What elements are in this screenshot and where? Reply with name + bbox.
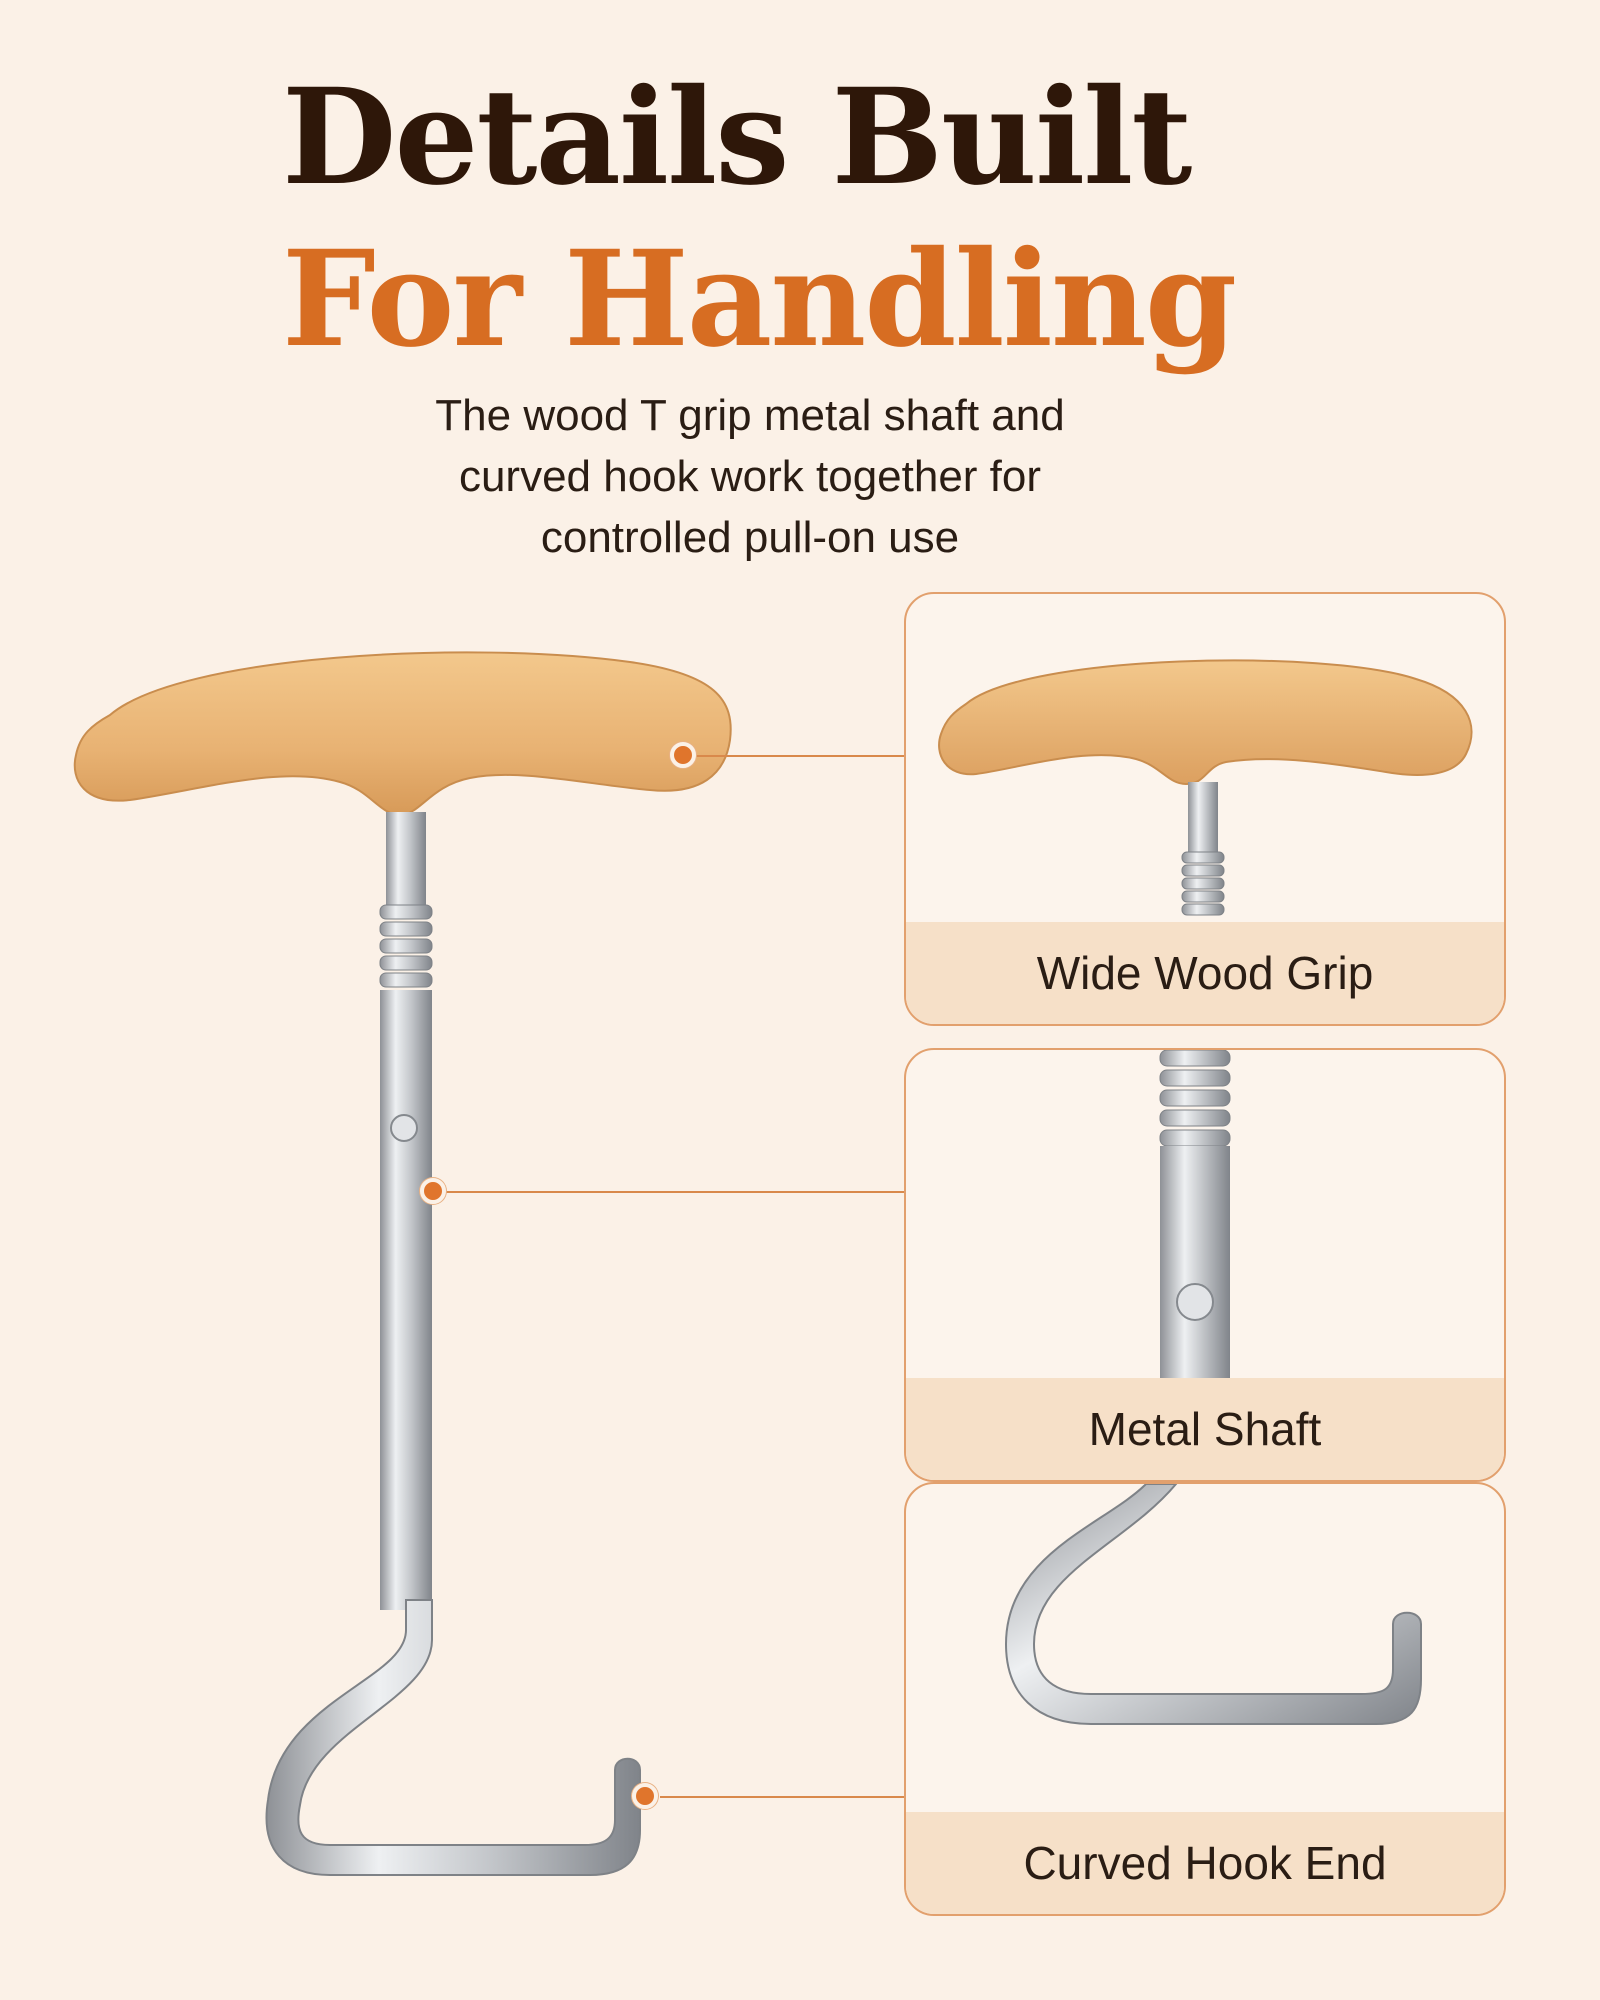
feature-label-curved-hook: Curved Hook End <box>906 1812 1504 1914</box>
curved-hook-icon <box>1004 1484 1422 1725</box>
callout-line-grip <box>690 755 904 757</box>
feature-card-wood-grip: Wide Wood Grip <box>904 592 1506 1026</box>
subtitle-line-2: curved hook work together for <box>458 452 1042 501</box>
callout-dot-shaft <box>420 1178 446 1204</box>
curved-hook-main <box>265 1599 641 1876</box>
metal-shaft-icon <box>1159 1050 1231 1386</box>
subtitle-line-3: controlled pull-on use <box>540 513 960 562</box>
headline-line-2: For Handling <box>282 222 1237 377</box>
boot-hook-product-image <box>73 651 732 1876</box>
feature-card-metal-shaft: Metal Shaft <box>904 1048 1506 1482</box>
callout-dot-hook <box>632 1783 658 1809</box>
wood-grip-main <box>73 651 732 817</box>
subtitle-line-1: The wood T grip metal shaft and <box>435 391 1065 440</box>
subtitle: The wood T grip metal shaft and curved h… <box>230 385 1270 568</box>
headline-line-1: Details Built <box>282 60 1192 215</box>
feature-label-metal-shaft: Metal Shaft <box>906 1378 1504 1480</box>
feature-label-wood-grip: Wide Wood Grip <box>906 922 1504 1024</box>
feature-card-curved-hook: Curved Hook End <box>904 1482 1506 1916</box>
callout-dot-grip <box>670 742 696 768</box>
callout-line-hook <box>660 1796 904 1798</box>
wood-grip-icon <box>938 659 1473 916</box>
metal-shaft-main <box>379 812 433 1610</box>
callout-line-shaft <box>440 1191 904 1193</box>
